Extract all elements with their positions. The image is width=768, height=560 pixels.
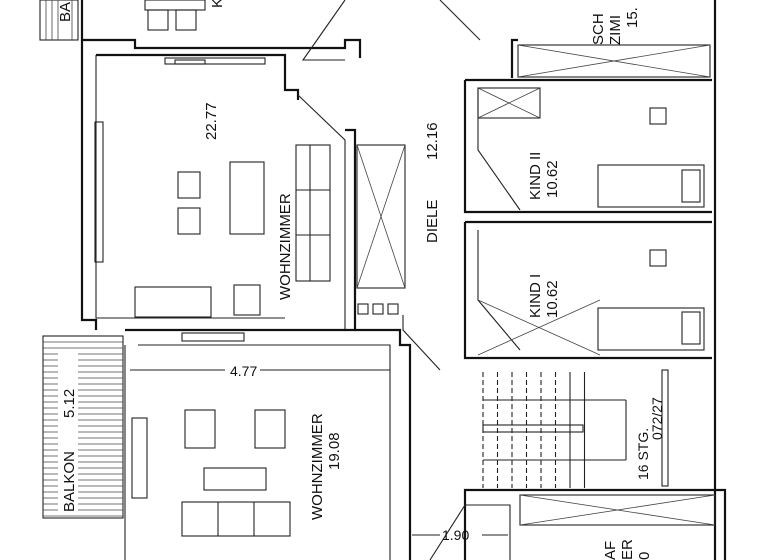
hall: DIELE 12.16 [356,122,441,371]
bedroom-top-name2: ZIMI [607,15,624,45]
child1-area: 10.62 [544,280,561,318]
child1-name: KIND I [527,274,544,318]
balcony-left-name: BALKON [61,451,78,512]
bedroom-bottom-area: 0 [636,552,653,560]
living2-width-dimension: 4.77 [230,363,257,379]
hall-name: DIELE [424,200,441,243]
living2-area: 19.08 [326,432,343,470]
hall-area: 12.16 [424,122,441,160]
staircase: 16 STG. 072/27 [482,369,669,488]
stairs-count: 16 STG. [635,428,651,480]
bedroom-bottom-name2: ER [619,539,636,560]
stairs-spec: 072/27 [649,397,665,440]
balcony-top-label: BA [57,2,74,22]
child-room-1: KIND I 10.62 [463,220,712,360]
balcony-left: BALKON 5.12 [42,335,124,519]
child-room-2: KIND II 10.62 [463,78,712,214]
hall-width-dimension: 1.90 [442,527,469,543]
balcony-top: BA [39,0,79,41]
bedroom-top-name: SCH [590,13,607,45]
living-room-2: 4.77 WOHNZIMMER 19.08 [124,328,412,560]
child2-area: 10.62 [544,160,561,198]
living1-name: WOHNZIMMER [277,193,294,300]
bedroom-top-area: 15. [624,7,641,28]
bedroom-bottom-name: AF [602,541,619,560]
child2-name: KIND II [527,152,544,200]
living-room-1: WOHNZIMMER 22.77 [80,40,357,331]
living2-name: WOHNZIMMER [309,413,326,520]
kitchen-top: K [80,0,362,61]
bedroom-bottom: 1.90 E AF ER 0 [412,488,727,560]
kitchen-top-label: K [209,0,226,8]
living1-area: 22.77 [203,102,220,140]
balcony-left-area: 5.12 [61,389,78,418]
bedroom-top: SCH ZIMI 15. [439,0,717,560]
